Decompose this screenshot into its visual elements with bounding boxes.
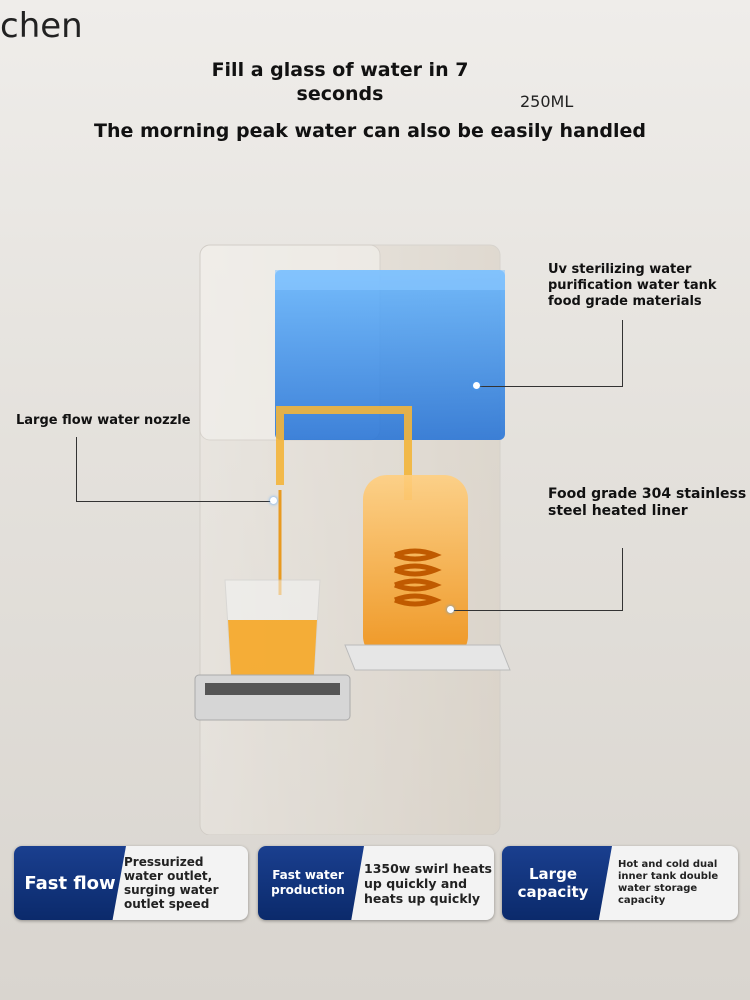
headline-line1: Fill a glass of water in 7 seconds — [211, 59, 469, 105]
feature-desc: Hot and cold dual inner tank double wate… — [618, 859, 719, 906]
feature-desc: 1350w swirl heats up quickly and heats u… — [364, 860, 492, 906]
brand-text: chen — [0, 6, 83, 46]
feature-title: Large capacity — [502, 846, 612, 920]
headline-line2: The morning peak water can also be easil… — [93, 120, 647, 142]
feature-desc: Pressurized water outlet, surging water … — [124, 855, 219, 911]
callout-nozzle: Large flow water nozzle — [16, 413, 191, 428]
water-tank — [275, 270, 505, 440]
feature-title: Fast flow — [14, 846, 126, 920]
capacity-label: 250ML — [520, 92, 574, 111]
callout-liner: Food grade 304 stainless steel heated li… — [548, 486, 747, 519]
feature-title: Fast water production — [258, 846, 364, 920]
feature-card-fast-water-production: Fast water production 1350w swirl heats … — [258, 846, 494, 920]
callout-tank: Uv sterilizing water purification water … — [548, 262, 717, 309]
water-dispenser-illustration — [194, 244, 511, 835]
feature-card-fast-flow: Fast flow Pressurized water outlet, surg… — [14, 846, 248, 920]
feature-card-large-capacity: Large capacity Hot and cold dual inner t… — [502, 846, 738, 920]
